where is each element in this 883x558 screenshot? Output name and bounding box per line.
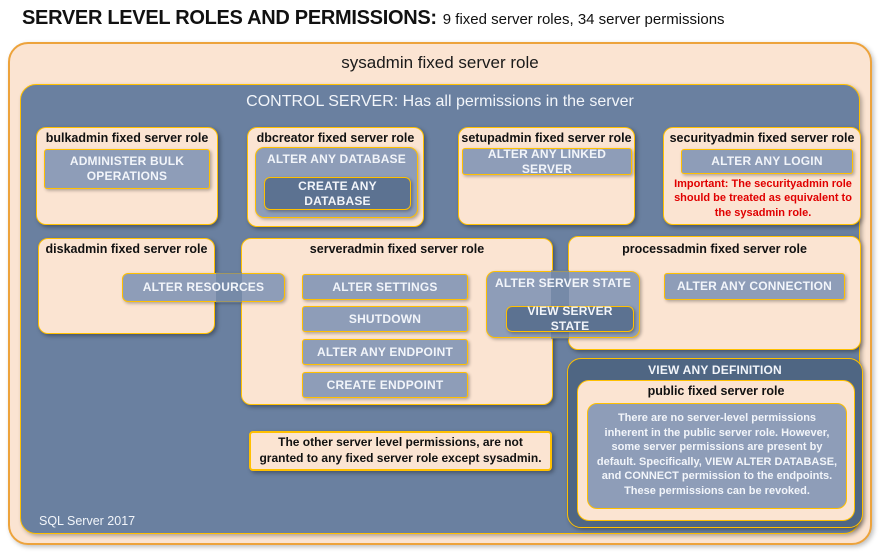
page-title: SERVER LEVEL ROLES AND PERMISSIONS: 9 fix…: [22, 7, 725, 30]
diskadmin-role-label: diskadmin fixed server role: [45, 242, 208, 256]
permission-view-any-definition: VIEW ANY DEFINITION public fixed server …: [567, 358, 863, 528]
permission-administer-bulk-operations: ADMINISTER BULK OPERATIONS: [44, 149, 210, 189]
permission-alter-server-state: ALTER SERVER STATE VIEW SERVER STATE: [486, 270, 640, 339]
page-title-subtitle: 9 fixed server roles, 34 server permissi…: [442, 11, 725, 28]
securityadmin-role-box: securityadmin fixed server role ALTER AN…: [663, 127, 861, 225]
permission-alter-any-connection: ALTER ANY CONNECTION: [664, 273, 845, 300]
sql-server-version-label: SQL Server 2017: [39, 514, 136, 528]
sysadmin-role-label: sysadmin fixed server role: [341, 53, 539, 72]
serveradmin-role-label: serveradmin fixed server role: [309, 242, 485, 256]
setupadmin-role-box: setupadmin fixed server role ALTER ANY L…: [458, 127, 635, 225]
page-title-main: SERVER LEVEL ROLES AND PERMISSIONS:: [22, 7, 437, 29]
permission-shutdown: SHUTDOWN: [302, 306, 468, 332]
dbcreator-role-label: dbcreator fixed server role: [256, 131, 415, 145]
control-server-box: CONTROL SERVER: Has all permissions in t…: [20, 84, 863, 534]
public-role-label: public fixed server role: [647, 384, 785, 398]
permission-alter-any-database: ALTER ANY DATABASE CREATE ANY DATABASE: [255, 147, 418, 218]
public-role-description: There are no server-level permissions in…: [587, 403, 847, 509]
processadmin-role-label: processadmin fixed server role: [622, 242, 807, 256]
permission-alter-any-linked-server: ALTER ANY LINKED SERVER: [462, 147, 632, 176]
permission-alter-any-login: ALTER ANY LOGIN: [681, 149, 853, 174]
sysadmin-role-box: sysadmin fixed server role CONTROL SERVE…: [8, 42, 872, 545]
dbcreator-role-box: dbcreator fixed server role ALTER ANY DA…: [247, 127, 424, 227]
permission-alter-resources: ALTER RESOURCES: [122, 272, 285, 303]
permission-create-any-database: CREATE ANY DATABASE: [264, 177, 411, 210]
permission-alter-any-endpoint: ALTER ANY ENDPOINT: [302, 339, 468, 365]
bulkadmin-role-label: bulkadmin fixed server role: [45, 131, 209, 145]
permission-view-server-state: VIEW SERVER STATE: [506, 304, 634, 333]
securityadmin-warning-text: Important: The securityadmin role should…: [674, 178, 852, 219]
public-role-box: public fixed server role There are no se…: [577, 380, 855, 521]
control-server-label: CONTROL SERVER: Has all permissions in t…: [246, 93, 634, 110]
securityadmin-role-label: securityadmin fixed server role: [669, 131, 855, 145]
permission-alter-settings: ALTER SETTINGS: [302, 274, 468, 300]
bulkadmin-role-box: bulkadmin fixed server role ADMINISTER B…: [36, 127, 218, 225]
permission-create-endpoint: CREATE ENDPOINT: [302, 372, 468, 398]
setupadmin-role-label: setupadmin fixed server role: [461, 131, 632, 145]
other-permissions-note: The other server level permissions, are …: [249, 431, 552, 471]
